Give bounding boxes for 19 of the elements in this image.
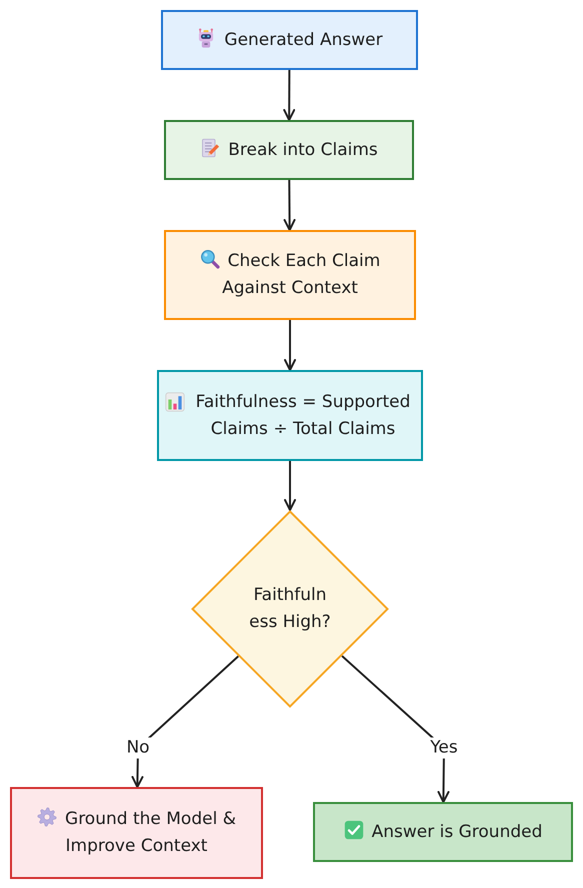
process-box — [313, 802, 573, 862]
step-label: Generated Answer — [224, 30, 383, 50]
decision-diamond — [191, 510, 389, 708]
step-label: Ground the Model & Improve Context — [65, 809, 236, 856]
process-box — [157, 370, 423, 461]
edge-label: Yes — [428, 738, 460, 758]
process-box — [10, 787, 263, 879]
arrow — [284, 320, 296, 371]
step-label: Check Each Claim Against Context — [222, 251, 380, 298]
step-label: Faithfulness = Supported Claims ÷ Total Claims — [194, 390, 412, 440]
arrow — [284, 461, 296, 511]
arrow — [284, 180, 296, 231]
process-box — [161, 10, 418, 70]
step-label: Break into Claims — [228, 140, 378, 160]
process-box — [164, 120, 414, 180]
arrow — [283, 70, 296, 121]
decision-label: Faithfulness High? — [248, 584, 332, 634]
step-label: Answer is Grounded — [372, 822, 542, 842]
process-box — [164, 230, 416, 320]
